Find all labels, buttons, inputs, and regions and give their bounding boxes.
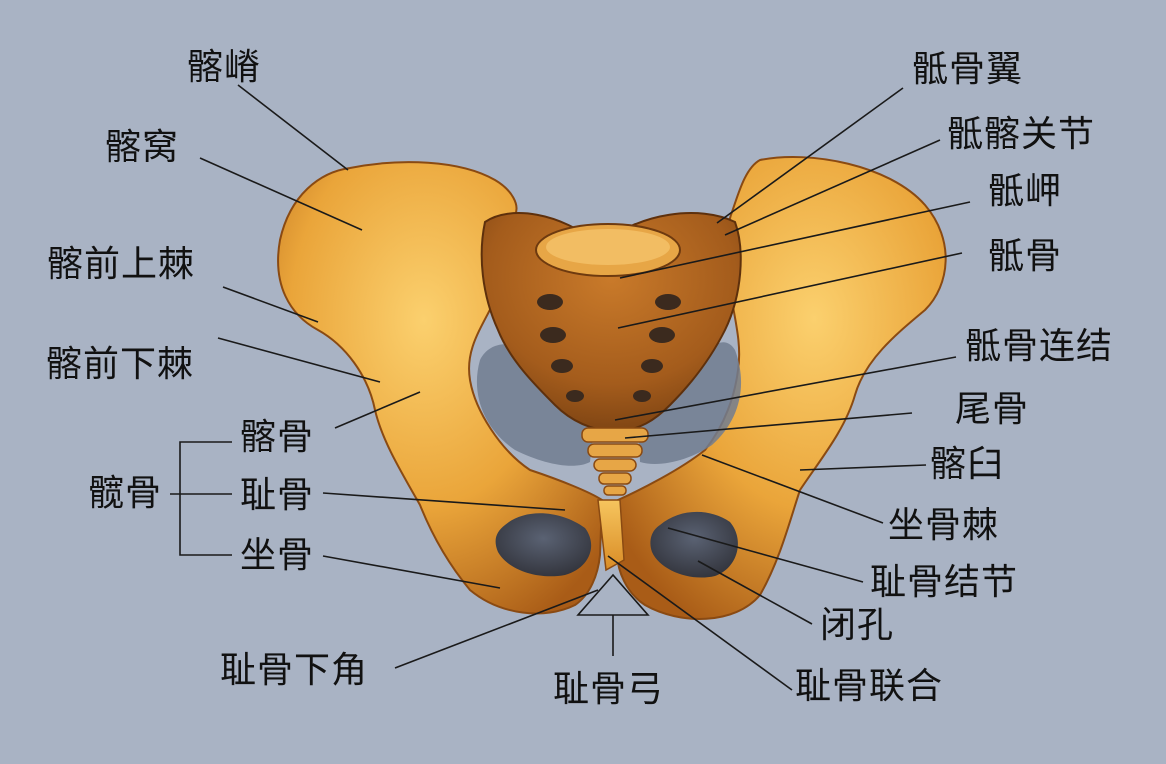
label-sacroiliac-joint: 骶髂关节 [947, 114, 1096, 155]
right-hip-bone [615, 156, 947, 620]
label-pubic-symphysis: 耻骨联合 [795, 666, 944, 707]
label-sacrum: 骶骨 [988, 236, 1063, 277]
coccyx-shape [581, 427, 649, 496]
sacral-base-surface [546, 229, 670, 265]
label-pubis: 耻骨 [240, 475, 315, 516]
label-acetabulum: 髂臼 [930, 444, 1005, 485]
left-pelvic-opening [476, 344, 595, 466]
pubic-symphysis-shape [597, 499, 625, 572]
label-coccyx: 尾骨 [955, 389, 1030, 430]
label-aiis: 髂前下棘 [46, 344, 195, 385]
label-subpubic-angle: 耻骨下角 [220, 650, 369, 691]
label-promontory: 骶岬 [988, 171, 1063, 212]
label-sacral-ala: 骶骨翼 [912, 49, 1024, 90]
sacral-foramina [537, 294, 681, 402]
right-pelvic-opening [638, 342, 742, 465]
label-obturator-foramen: 闭孔 [820, 605, 895, 646]
label-asis: 髂前上棘 [47, 244, 196, 285]
label-ilium: 髂骨 [240, 417, 315, 458]
left-obturator-foramen [495, 513, 592, 577]
label-iliac-crest: 髂嵴 [187, 47, 262, 88]
label-pubic-arch: 耻骨弓 [553, 669, 665, 710]
leader-lines [170, 84, 971, 691]
label-sacrococcygeal-joint: 骶骨连结 [965, 326, 1114, 367]
label-iliac-fossa: 髂窝 [105, 127, 180, 168]
label-pubic-tubercle: 耻骨结节 [870, 562, 1019, 603]
label-ischial-spine: 坐骨棘 [888, 505, 1000, 546]
label-ischium: 坐骨 [240, 535, 315, 576]
right-obturator-foramen [650, 511, 738, 578]
label-hip-bone: 髋骨 [88, 473, 163, 514]
